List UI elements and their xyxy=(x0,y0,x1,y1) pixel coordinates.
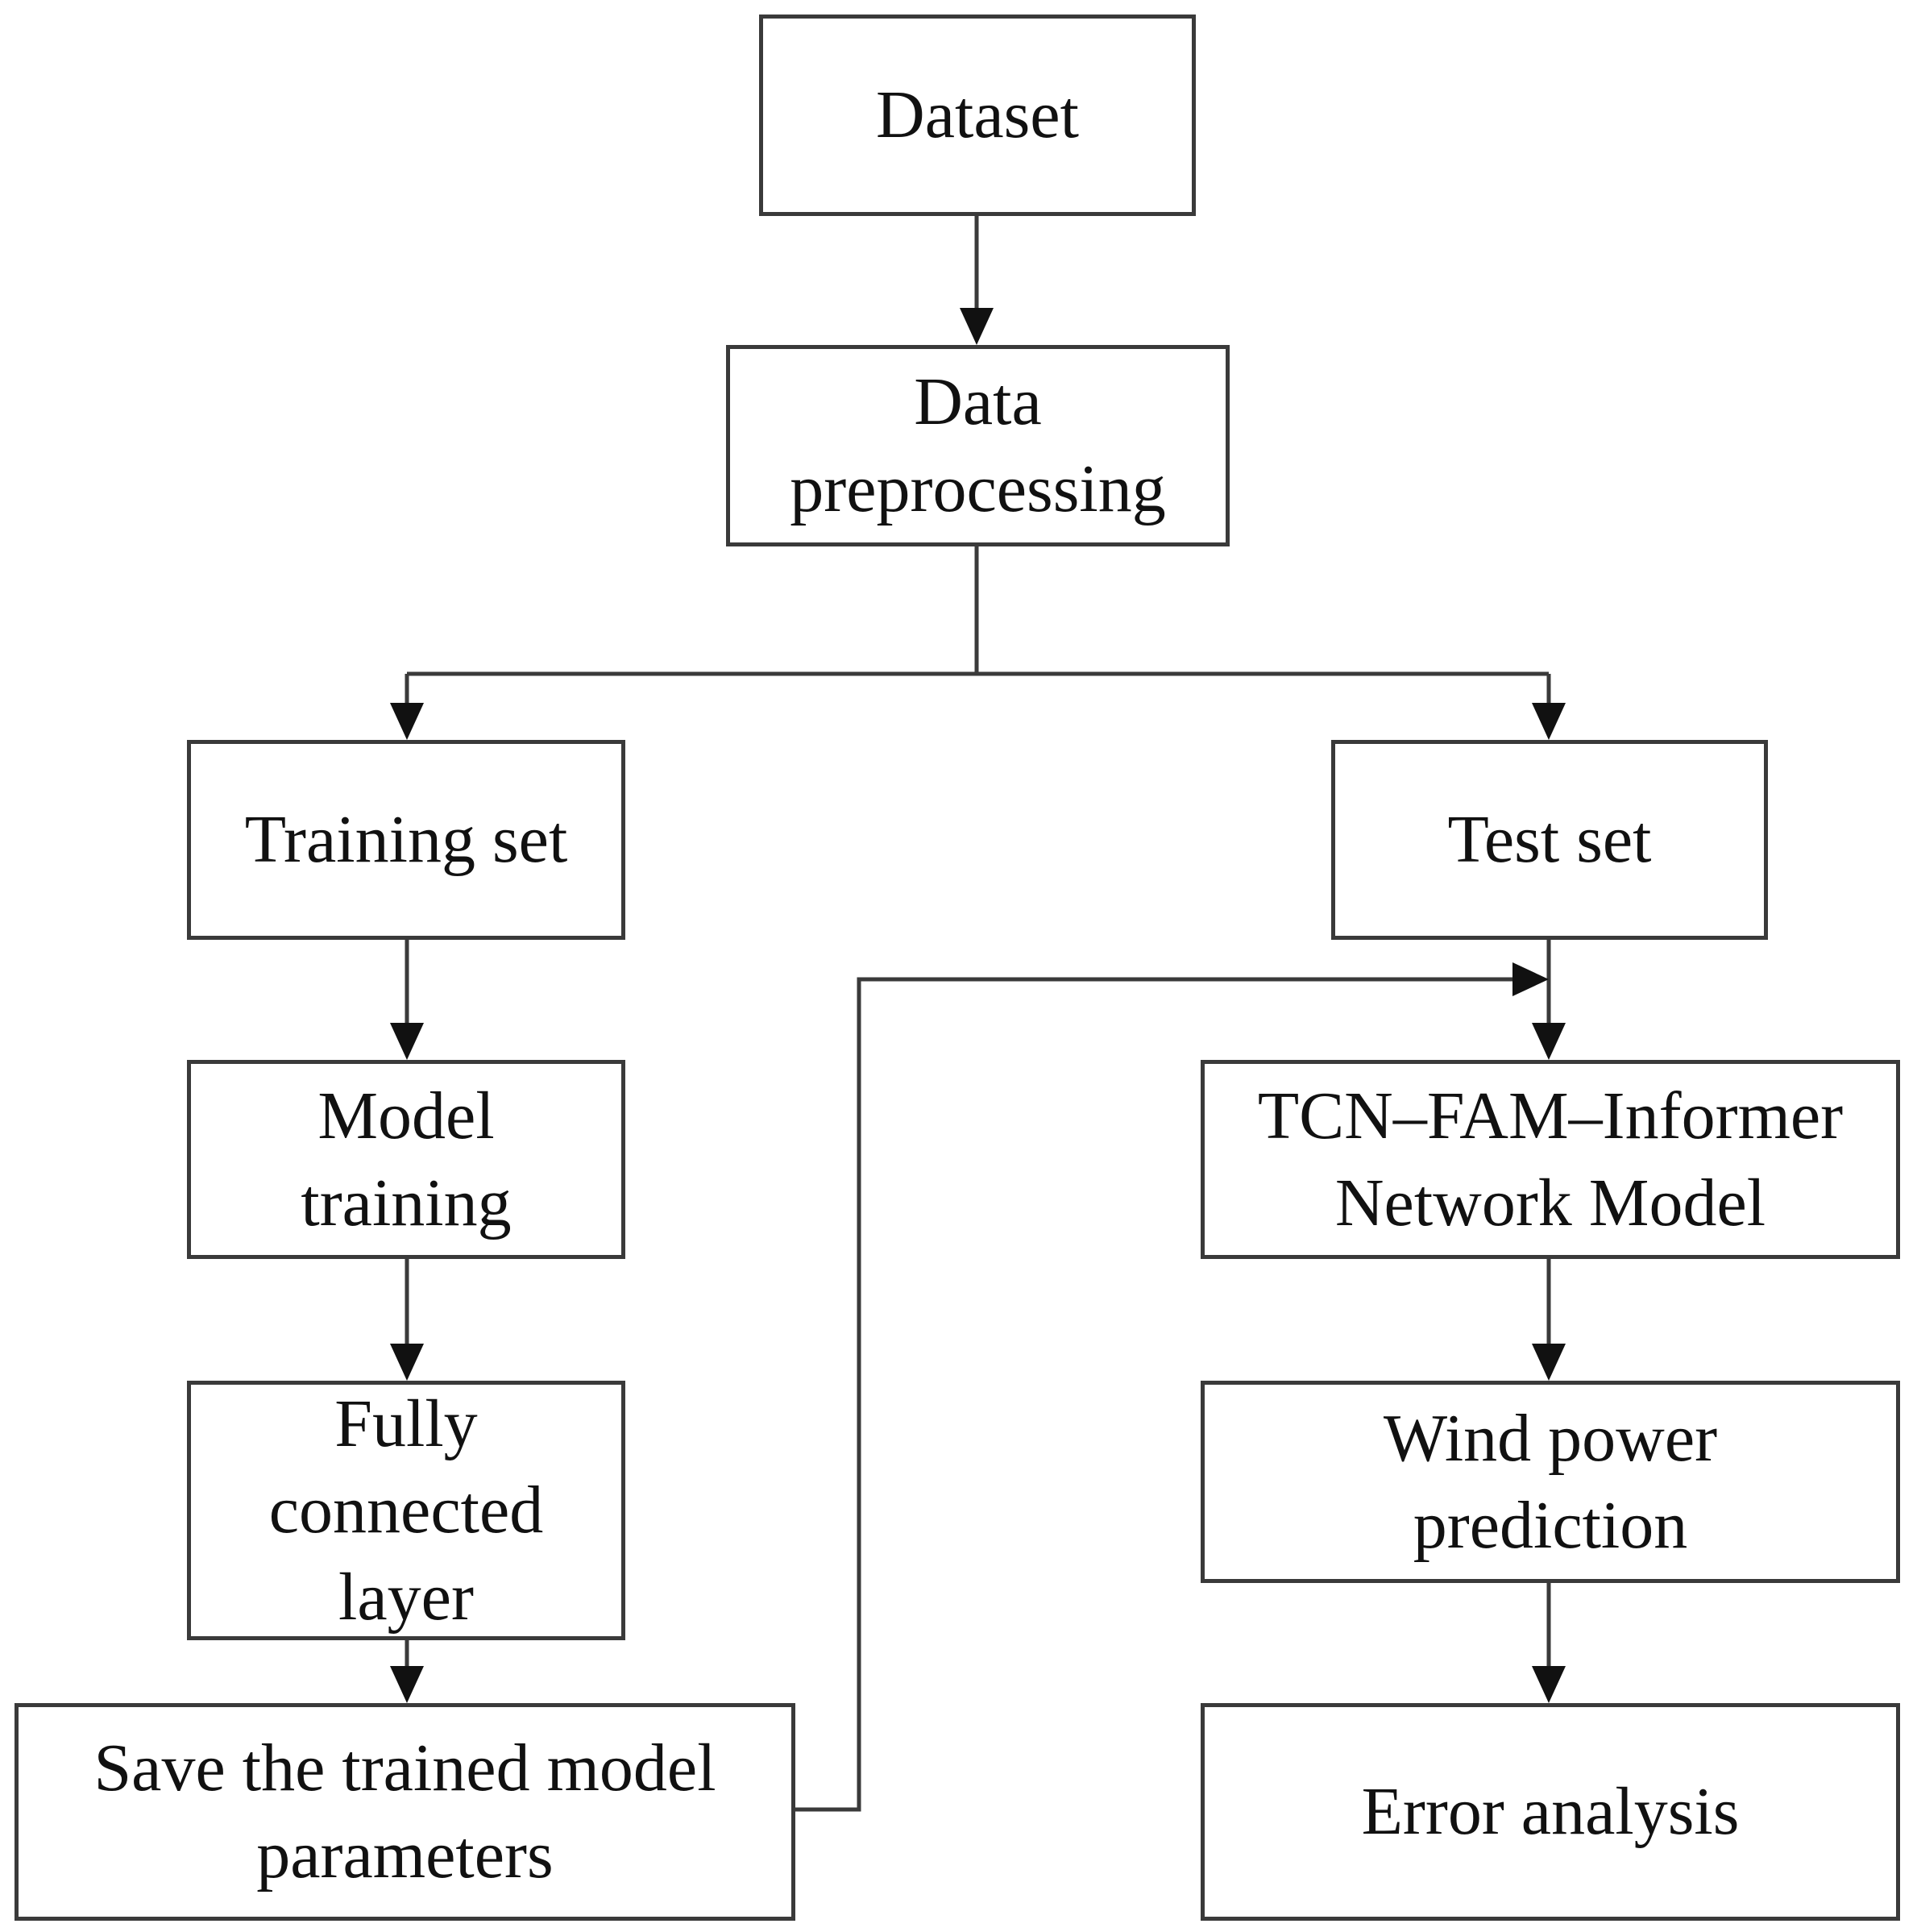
node-data-preprocessing-line-2: preprocessing xyxy=(790,451,1166,526)
node-fully-connected-layer: Fully connected layer xyxy=(187,1381,625,1640)
node-tcn-model-line-2: Network Model xyxy=(1334,1165,1766,1240)
node-tcn-fam-informer-model: TCN–FAM–Informer Network Model xyxy=(1201,1060,1900,1259)
node-model-training: Model training xyxy=(187,1060,625,1259)
arrowhead-save xyxy=(390,1666,424,1703)
node-training-set-line-1: Training set xyxy=(244,802,568,878)
node-wind-power-prediction: Wind power prediction xyxy=(1201,1381,1900,1583)
node-tcn-model-line-1: TCN–FAM–Informer xyxy=(1257,1078,1844,1153)
node-data-preprocessing: Data preprocessing xyxy=(726,345,1230,546)
node-fully-connected-line-2: connected xyxy=(268,1473,544,1548)
node-wind-prediction-line-2: prediction xyxy=(1413,1487,1688,1563)
node-error-analysis-line-1: Error analysis xyxy=(1361,1774,1740,1850)
node-data-preprocessing-line-1: Data xyxy=(914,364,1042,440)
node-dataset-line-1: Dataset xyxy=(876,77,1079,153)
arrowhead-wind xyxy=(1532,1344,1566,1381)
node-error-analysis: Error analysis xyxy=(1201,1703,1900,1921)
arrowhead-test-set xyxy=(1532,703,1566,740)
node-fully-connected-line-3: layer xyxy=(338,1559,474,1635)
node-model-training-line-1: Model xyxy=(317,1078,495,1153)
node-fully-connected-line-1: Fully xyxy=(334,1386,478,1461)
node-test-set-line-1: Test set xyxy=(1447,802,1652,878)
node-save-params-line-2: parameters xyxy=(256,1818,554,1893)
arrowhead-tcn xyxy=(1532,1023,1566,1060)
node-training-set: Training set xyxy=(187,740,625,940)
node-test-set: Test set xyxy=(1331,740,1768,940)
arrowhead-feedback xyxy=(1512,962,1549,996)
node-wind-prediction-line-1: Wind power xyxy=(1383,1400,1718,1476)
arrowhead-error xyxy=(1532,1666,1566,1703)
node-save-params-line-1: Save the trained model xyxy=(93,1730,716,1806)
node-model-training-line-2: training xyxy=(301,1165,512,1240)
node-dataset: Dataset xyxy=(759,15,1196,216)
arrowhead-model-training xyxy=(390,1023,424,1060)
arrowhead-training-set xyxy=(390,703,424,740)
arrowhead-fc xyxy=(390,1344,424,1381)
node-save-trained-model-parameters: Save the trained model parameters xyxy=(15,1703,795,1921)
arrowhead-preprocessing xyxy=(960,308,994,345)
line-save-params-feedback xyxy=(794,977,1515,1812)
